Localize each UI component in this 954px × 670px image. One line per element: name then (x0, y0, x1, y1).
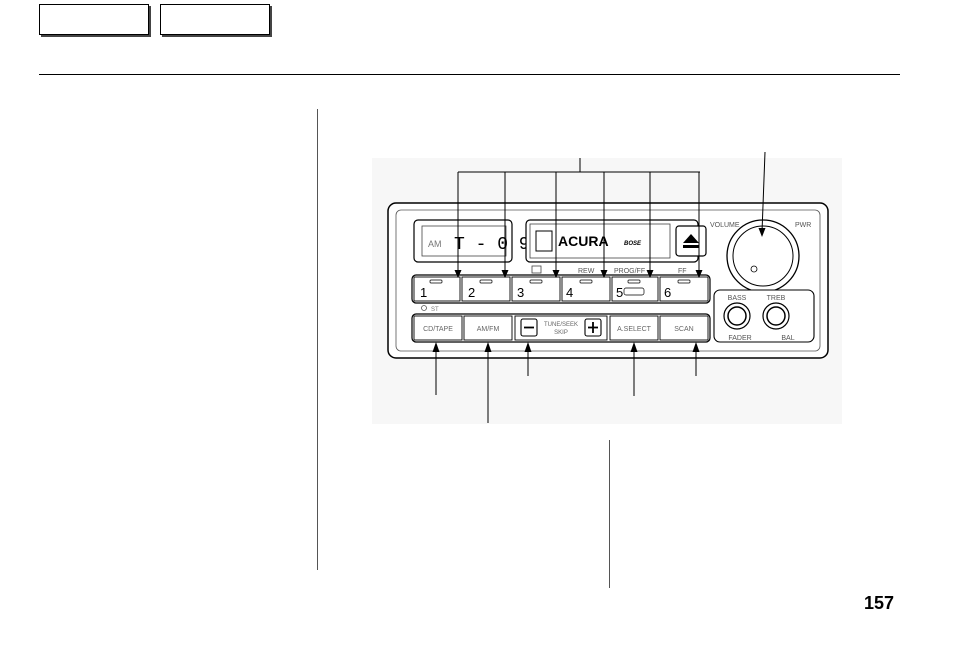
display-band-label: AM (428, 239, 442, 249)
a-select-button[interactable]: A.SELECT (609, 315, 659, 341)
preset-button-3[interactable]: 3 (511, 276, 561, 302)
stereo-label: ST (431, 307, 439, 313)
svg-text:1: 1 (420, 285, 427, 300)
svg-text:AM/FM: AM/FM (477, 326, 500, 333)
display-readout: T - 0 9 (454, 235, 530, 255)
preset-callout-lines (457, 158, 700, 277)
preset-callout-arrows (454, 270, 703, 278)
column-divider-right (609, 440, 610, 588)
eject-icon (683, 234, 699, 243)
volume-label: VOLUME (710, 222, 740, 229)
treble-label: TREB (767, 295, 786, 302)
cassette-slot: ACURA BOSE (525, 219, 699, 263)
svg-text:5: 5 (616, 285, 623, 300)
frequency-display: AM T - 0 9 (413, 219, 530, 263)
power-label: PWR (795, 222, 811, 229)
bose-logo: BOSE (624, 241, 642, 247)
treble-knob[interactable] (762, 302, 790, 330)
svg-text:SCAN: SCAN (674, 326, 693, 333)
ff-label: FF (678, 268, 687, 275)
preset-button-6[interactable]: 6 (659, 276, 709, 302)
bottom-callout-arrows (432, 342, 700, 352)
svg-text:6: 6 (664, 285, 671, 300)
svg-text:4: 4 (566, 285, 573, 300)
volume-callout-line (761, 151, 766, 233)
brand-logo: ACURA (558, 233, 609, 249)
preset-button-5[interactable]: 5 (611, 276, 659, 302)
preset-button-1[interactable]: 1 (413, 276, 461, 302)
cd-tape-button[interactable]: CD/TAPE (413, 315, 463, 341)
balance-label: BAL (781, 335, 794, 342)
prog-label: PROG/FF (614, 268, 645, 275)
nav-button-1[interactable] (39, 4, 149, 35)
svg-text:3: 3 (517, 285, 524, 300)
svg-text:CD/TAPE: CD/TAPE (423, 326, 453, 333)
eject-button[interactable] (675, 225, 707, 257)
bass-label: BASS (728, 295, 747, 302)
column-divider-left (317, 109, 318, 570)
preset-top-labels: REW PROG/FF FF (531, 265, 687, 275)
scan-button[interactable]: SCAN (659, 315, 709, 341)
svg-text:A.SELECT: A.SELECT (617, 326, 652, 333)
bass-knob[interactable] (723, 302, 751, 330)
nav-button-2[interactable] (160, 4, 270, 35)
preset-button-2[interactable]: 2 (461, 276, 511, 302)
header-rule (39, 74, 900, 75)
tune-seek-rocker[interactable]: TUNE/SEEK SKIP (514, 315, 608, 341)
svg-text:TUNE/SEEK: TUNE/SEEK (544, 322, 578, 328)
volume-callout-arrow (758, 228, 766, 237)
volume-knob[interactable] (726, 219, 800, 293)
preset-button-4[interactable]: 4 (561, 276, 611, 302)
am-fm-button[interactable]: AM/FM (463, 315, 513, 341)
stereo-indicator-icon (421, 305, 427, 311)
fader-label: FADER (728, 335, 751, 342)
svg-text:SKIP: SKIP (554, 330, 568, 336)
rew-label: REW (578, 268, 595, 275)
svg-text:2: 2 (468, 285, 475, 300)
page-number: 157 (863, 593, 894, 613)
